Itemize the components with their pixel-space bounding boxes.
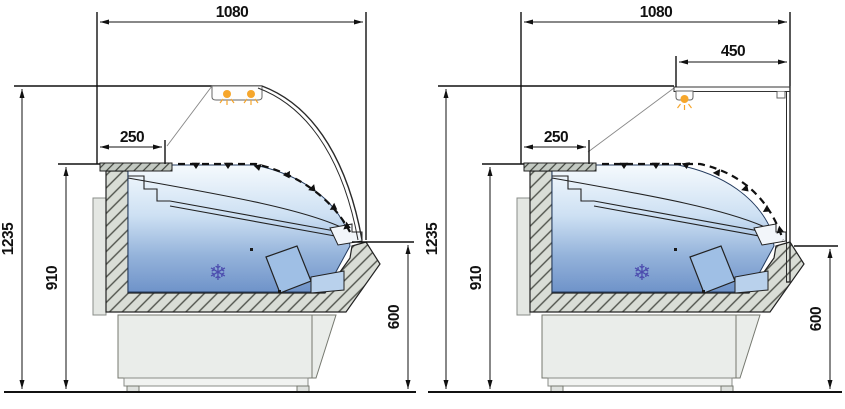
base-cabinet <box>541 314 737 379</box>
air-curtain-arrows <box>619 162 784 234</box>
deck-profile-lines <box>551 175 772 239</box>
rear-panel-line <box>166 85 213 147</box>
dim-label-overall-height: 1235 <box>0 222 17 255</box>
plinth <box>547 377 733 387</box>
dimension-counter-height: 910 <box>44 163 100 389</box>
air-curtain-arrows <box>191 162 351 230</box>
front-sill <box>329 223 363 246</box>
rear-countertop <box>99 162 173 172</box>
lamp-icon <box>677 95 692 110</box>
dimension-overall-width: 1080 <box>520 4 791 164</box>
hinge-node <box>674 248 677 251</box>
curved-glass-front <box>261 85 363 241</box>
unit-curved-glass: ❄ 1235 <box>0 4 416 393</box>
dim-label-rear-depth: 250 <box>544 129 568 146</box>
base-cabinet <box>117 314 313 379</box>
hinge-node <box>702 290 705 293</box>
dimension-overall-height: 1235 <box>0 89 25 389</box>
curved-glass-front-inner <box>257 87 359 241</box>
dim-label-overall-width: 1080 <box>640 4 672 21</box>
dim-label-glass-base-height: 600 <box>808 307 825 331</box>
deck-profile-lines <box>127 175 348 239</box>
base-front-slant <box>311 314 337 379</box>
dimension-rear-depth: 250 <box>100 129 166 164</box>
dim-label-overall-height: 1235 <box>424 222 441 255</box>
outer-side-panel <box>92 197 107 316</box>
unit-straight-glass: ❄ 1235 <box>424 4 842 393</box>
dim-label-rear-depth: 250 <box>120 129 144 146</box>
snowflake-icon: ❄ <box>209 260 227 285</box>
dimension-glass-base-height: 600 <box>794 245 838 389</box>
dimension-rear-depth: 250 <box>524 129 590 164</box>
base-front-slant <box>735 314 761 379</box>
dimension-canopy-depth: 450 <box>675 43 787 87</box>
dimension-glass-base-height: 600 <box>352 241 414 389</box>
drip-tray <box>310 270 345 294</box>
dim-label-canopy-depth: 450 <box>721 43 745 60</box>
lamp-rays <box>677 103 692 110</box>
outer-side-panel <box>516 197 531 316</box>
lamp-icon <box>219 90 259 105</box>
plinth <box>123 377 309 387</box>
rear-panel-line <box>587 87 675 153</box>
lamp-rays <box>219 98 259 105</box>
hinge-node <box>278 290 281 293</box>
rear-countertop <box>523 162 597 172</box>
hinge-node <box>250 248 253 251</box>
canopy-end-bracket <box>776 91 786 99</box>
dimension-overall-height: 1235 <box>424 89 449 389</box>
dim-label-counter-height: 910 <box>468 266 485 290</box>
dimension-counter-height: 910 <box>468 163 524 389</box>
drip-tray <box>734 270 769 294</box>
air-curtain-path <box>178 162 351 233</box>
snowflake-icon: ❄ <box>633 260 651 285</box>
dim-label-overall-width: 1080 <box>216 4 248 21</box>
dimension-overall-width: 1080 <box>96 4 367 240</box>
dim-label-counter-height: 910 <box>44 266 61 290</box>
dim-label-glass-base-height: 600 <box>386 305 403 329</box>
